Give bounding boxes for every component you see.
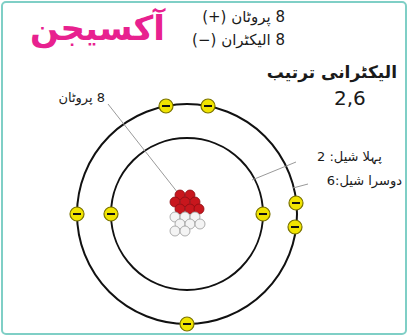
protons (170, 190, 204, 214)
shell-label: پہلا شیل: 2 (317, 149, 382, 165)
frame-border (2, 2, 406, 334)
neutrons (170, 212, 205, 236)
configuration-heading: الیکٹرانی ترتیب (267, 62, 397, 82)
configuration-value: 2,6 (334, 86, 366, 110)
proton-count: 8 پروٹان (+) (202, 8, 285, 26)
shell-label: دوسرا شیل:6 (327, 173, 402, 189)
nucleus-label: 8 پروٹان (58, 90, 105, 106)
element-title: آکسیجن (30, 8, 165, 49)
outer-shell (77, 104, 297, 324)
inner-shell (111, 138, 263, 290)
leader-lines (108, 104, 308, 193)
electrons (70, 99, 303, 331)
electron-count: 8 الیکٹران (−) (192, 31, 285, 49)
